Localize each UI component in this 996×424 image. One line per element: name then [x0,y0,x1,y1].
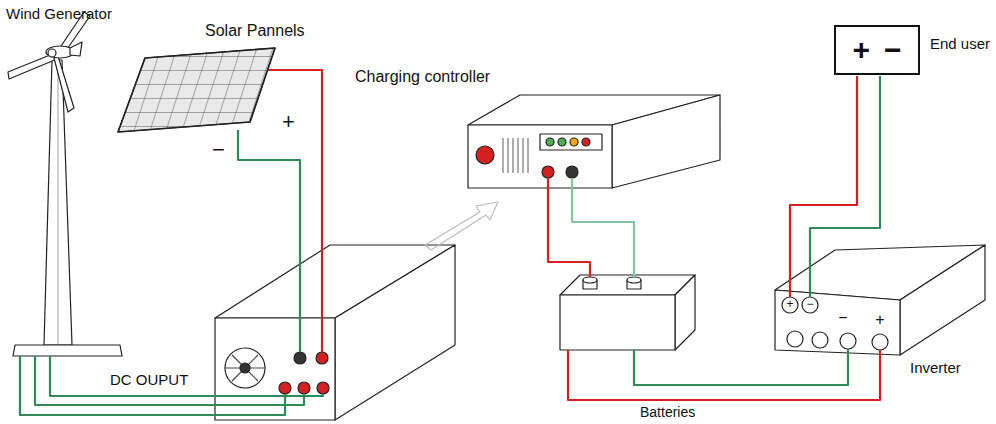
part-label: Batteries [640,405,695,420]
wind-solar-controller [215,245,455,420]
part-label: + [282,110,295,134]
battery [560,275,695,350]
part-label: Charging controller [355,68,490,86]
part-label: DC OUPUT [110,372,188,389]
node-heading: End user [930,35,990,52]
terminal-sign: + [852,35,870,65]
part-label: Inverter [910,360,961,377]
terminal-sign: − [884,35,902,65]
solar-panel [118,48,275,132]
part-label: − [806,298,813,311]
part-label: + [875,311,884,329]
charging-controller [468,95,720,188]
part-label: Wind Generator [6,6,112,23]
wires [20,70,880,415]
wind-generator [8,12,122,356]
part-label: Solar Pannels [205,22,305,40]
inverter [775,245,985,355]
part-label: − [212,138,225,162]
part-label: − [838,309,847,327]
direction-arrow [425,202,498,250]
end-user-box: +−End user [834,25,920,75]
part-label: + [786,298,793,311]
